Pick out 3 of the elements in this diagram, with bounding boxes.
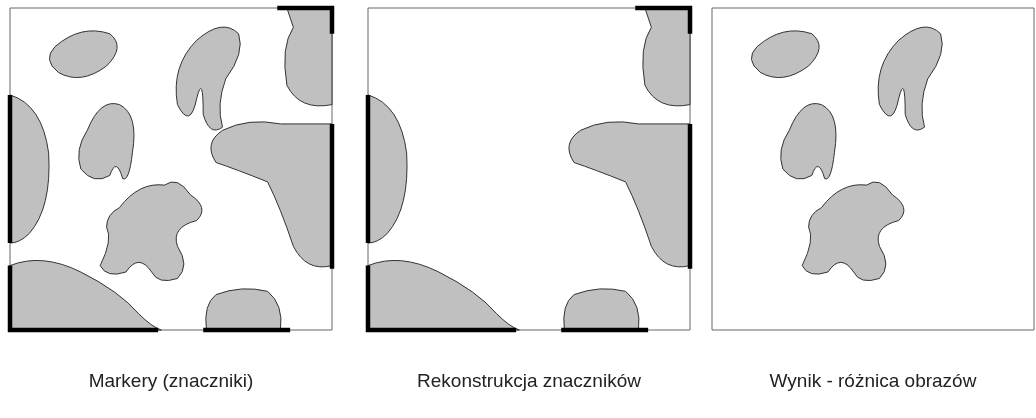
caption: Rekonstrukcja znaczników (416, 370, 642, 392)
caption: Wynik - różnica obrazów (768, 370, 978, 392)
caption: Markery (znaczniki) (87, 370, 255, 392)
